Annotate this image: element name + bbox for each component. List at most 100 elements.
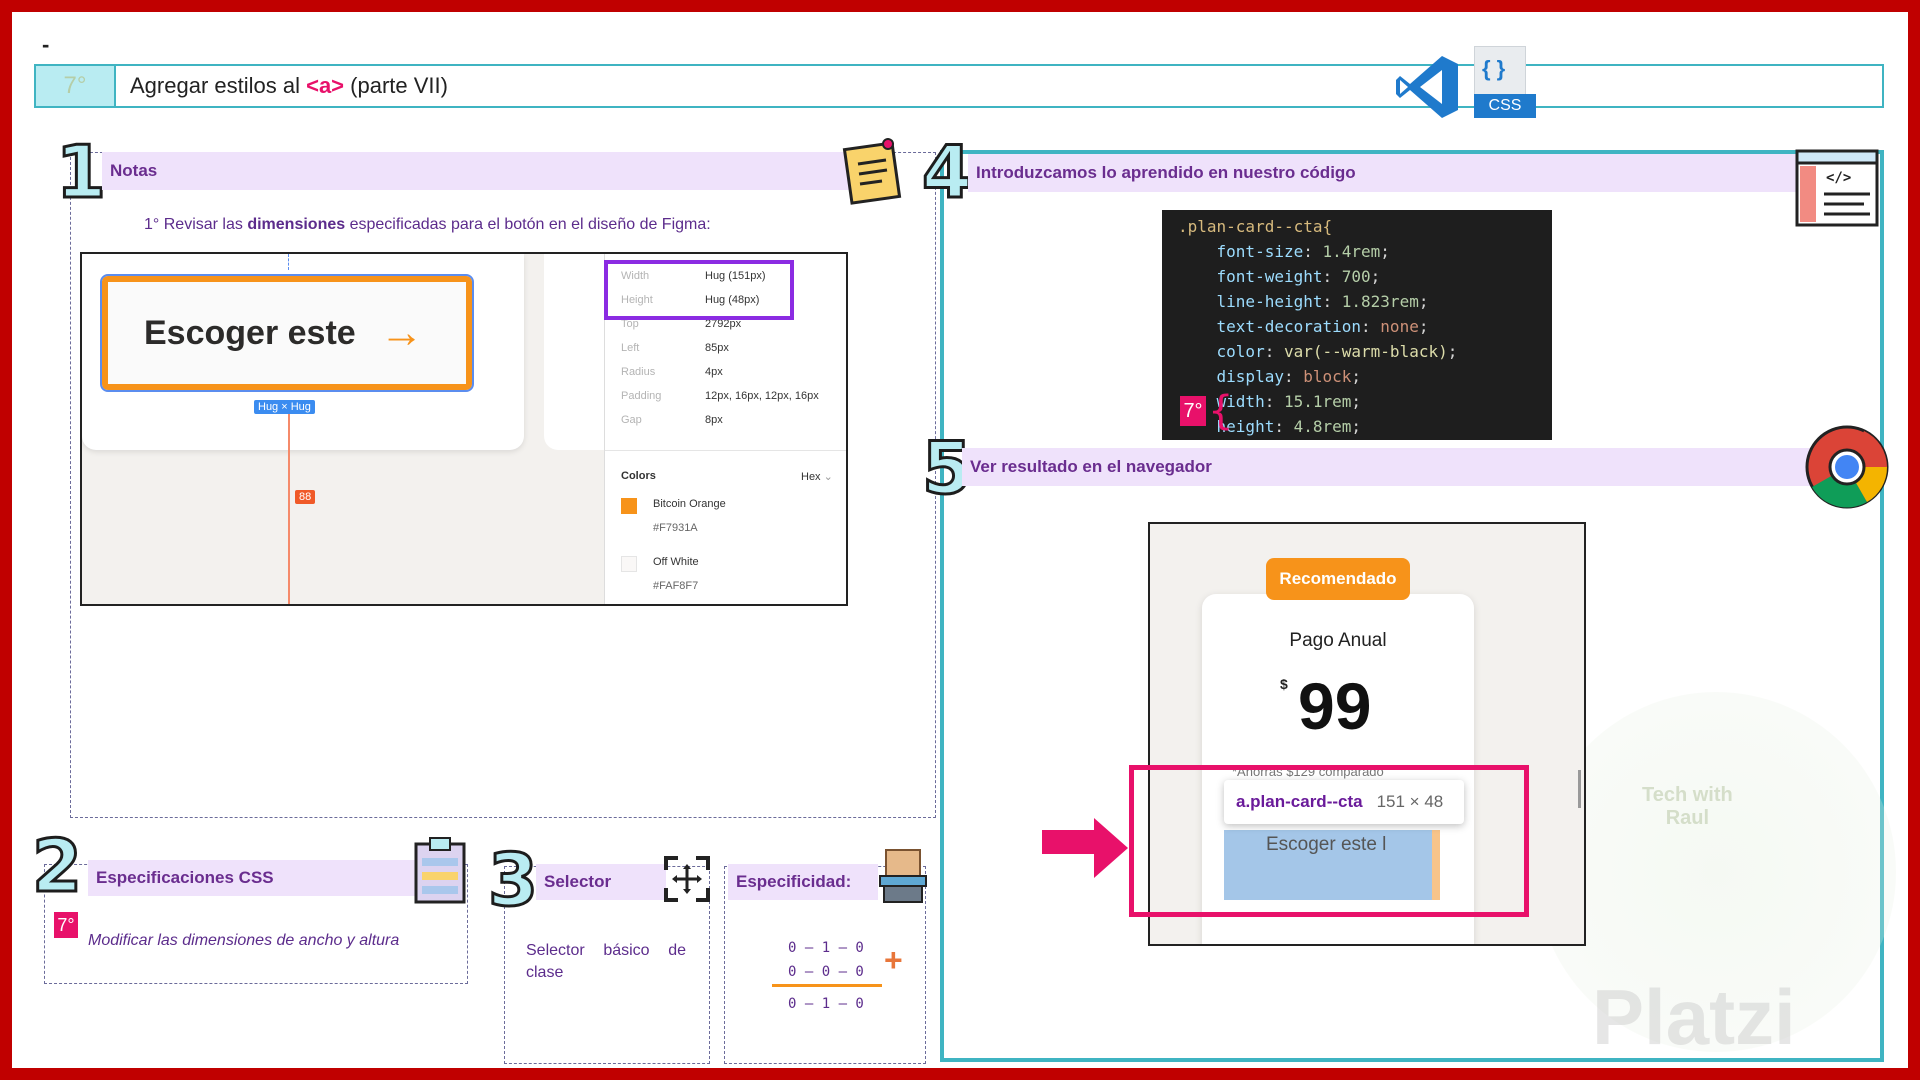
- clipboard-icon: [414, 837, 466, 904]
- prop-key: Left: [621, 342, 640, 354]
- prop-key: Width: [621, 270, 650, 282]
- chevron-down-icon: ⌄: [823, 471, 833, 483]
- code-prop: display: [1216, 367, 1284, 386]
- selector-text: Selector básico de clase: [526, 942, 686, 981]
- currency-symbol: $: [1280, 676, 1288, 692]
- code-prop: width: [1216, 392, 1265, 411]
- title-text: Agregar estilos al: [130, 73, 307, 98]
- code-prop: text-decoration: [1216, 317, 1362, 336]
- notepad-icon: [842, 138, 902, 205]
- prop-row: Top 2792px: [621, 318, 841, 330]
- title-bar: 7° Agregar estilos al <a> (parte VII): [34, 64, 1884, 108]
- spacing-line: [288, 414, 290, 604]
- selector-header: Selector: [536, 864, 666, 900]
- code-value: none: [1380, 317, 1419, 336]
- prop-key: Top: [621, 318, 639, 330]
- brace-icon: {: [1208, 388, 1234, 434]
- specs-header: Especificaciones CSS: [88, 860, 418, 896]
- code-line: height: 4.8rem;: [1216, 417, 1362, 436]
- dash: -: [42, 32, 50, 57]
- arrow-right-icon: →: [379, 308, 424, 357]
- page-title: Agregar estilos al <a> (parte VII): [116, 73, 448, 99]
- specificity-header: Especificidad:: [728, 864, 878, 900]
- title-suffix: (parte VII): [344, 73, 448, 98]
- prop-row: Gap 8px: [621, 414, 841, 426]
- css-braces: { }: [1482, 56, 1506, 81]
- section-number-1: 1: [54, 130, 107, 214]
- code-value: var(--warm-black): [1283, 342, 1448, 361]
- highlight-box: [1129, 765, 1529, 917]
- cta-button-label: Escoger este: [144, 313, 356, 352]
- code-block: .plan-card--cta{ font-size: 1.4rem; font…: [1162, 210, 1552, 440]
- specificity-result: 0 – 1 – 0: [788, 996, 864, 1012]
- cta-button[interactable]: Escoger este l: [1224, 830, 1440, 900]
- tooltip-selector: a.plan-card--cta: [1236, 792, 1363, 811]
- gap-badge: 88: [295, 490, 316, 504]
- color-name: Bitcoin Orange: [653, 498, 726, 510]
- notes-instruction: 1° Revisar las dimensiones especificadas…: [144, 216, 711, 234]
- notes-text: 1° Revisar las: [144, 216, 248, 233]
- recommended-badge: Recomendado: [1266, 558, 1410, 600]
- code-value: 1.823rem: [1341, 292, 1419, 311]
- prop-key: Padding: [621, 390, 662, 402]
- vscode-icon: [1396, 56, 1458, 118]
- color-name: Off White: [653, 556, 699, 568]
- guide-line: [288, 254, 289, 270]
- target-select-icon: [664, 856, 710, 902]
- hex-dropdown: Hex ⌄: [801, 470, 833, 483]
- browser-header: Ver resultado en el navegador: [962, 448, 1822, 486]
- pointer-arrow-head: [1094, 818, 1128, 878]
- code-line: line-height: 1.823rem;: [1216, 292, 1429, 311]
- code-line: font-weight: 700;: [1216, 267, 1381, 286]
- cta-button-preview: Escoger este →: [100, 274, 474, 392]
- code-prop: font-size: [1216, 242, 1304, 261]
- code-prop: font-weight: [1216, 267, 1323, 286]
- plan-name: Pago Anual: [1289, 630, 1387, 651]
- css-label: CSS: [1474, 94, 1536, 118]
- slide: - 7° Agregar estilos al <a> (parte VII) …: [12, 12, 1908, 1068]
- hex-label: Hex: [801, 471, 821, 483]
- tooltip-dimensions: 151 × 48: [1376, 792, 1444, 811]
- platzi-logo: Platzi: [1592, 973, 1796, 1061]
- code-value: 700: [1341, 267, 1371, 286]
- prop-key: Gap: [621, 414, 642, 426]
- notes-text-end: especificadas para el botón en el diseño…: [345, 216, 711, 233]
- figma-screenshot: Escoger este → Hug × Hug 88 Width Hug (15…: [80, 252, 848, 606]
- step-marker: 7°: [1180, 396, 1206, 426]
- prop-key: Height: [621, 294, 653, 306]
- plan-price: 99: [1298, 669, 1372, 743]
- code-selector: .plan-card--cta{: [1178, 217, 1333, 236]
- code-line: color: var(--warm-black);: [1216, 342, 1458, 361]
- notes-header: Notas: [102, 152, 892, 190]
- prop-value: 8px: [705, 414, 723, 426]
- specificity-row: 0 – 0 – 0: [788, 964, 864, 980]
- prop-value: 2792px: [705, 318, 742, 330]
- code-prop: height: [1216, 417, 1275, 436]
- chrome-icon: [1805, 425, 1889, 509]
- section-number-2: 2: [30, 824, 83, 908]
- prop-value: 4px: [705, 366, 723, 378]
- watermark-line: Raul: [1665, 807, 1710, 829]
- prop-key: Radius: [621, 366, 656, 378]
- code-value: 1.4rem: [1322, 242, 1381, 261]
- code-window-icon: </>: [1795, 149, 1879, 227]
- results-panel: [940, 150, 1884, 1062]
- code-value: 15.1rem: [1283, 392, 1352, 411]
- title-tag: <a>: [306, 73, 345, 98]
- color-swatch: [621, 498, 637, 514]
- prop-row: Height Hug (48px): [621, 294, 841, 306]
- code-header: Introduzcamos lo aprendido en nuestro có…: [968, 154, 1808, 192]
- pointer-arrow-icon: [1042, 830, 1096, 854]
- scrollbar[interactable]: [1578, 770, 1581, 808]
- color-swatch: [621, 556, 637, 572]
- hug-badge: Hug × Hug: [254, 400, 315, 414]
- specs-text: Modificar las dimensiones de ancho y alt…: [88, 932, 400, 949]
- code-value: 4.8rem: [1293, 417, 1352, 436]
- prop-value: Hug (48px): [705, 294, 760, 306]
- code-line: width: 15.1rem;: [1216, 392, 1362, 411]
- dimensions-highlight: [604, 260, 794, 320]
- watermark-line: Tech with: [1642, 784, 1733, 806]
- prop-value: Hug (151px): [705, 270, 766, 282]
